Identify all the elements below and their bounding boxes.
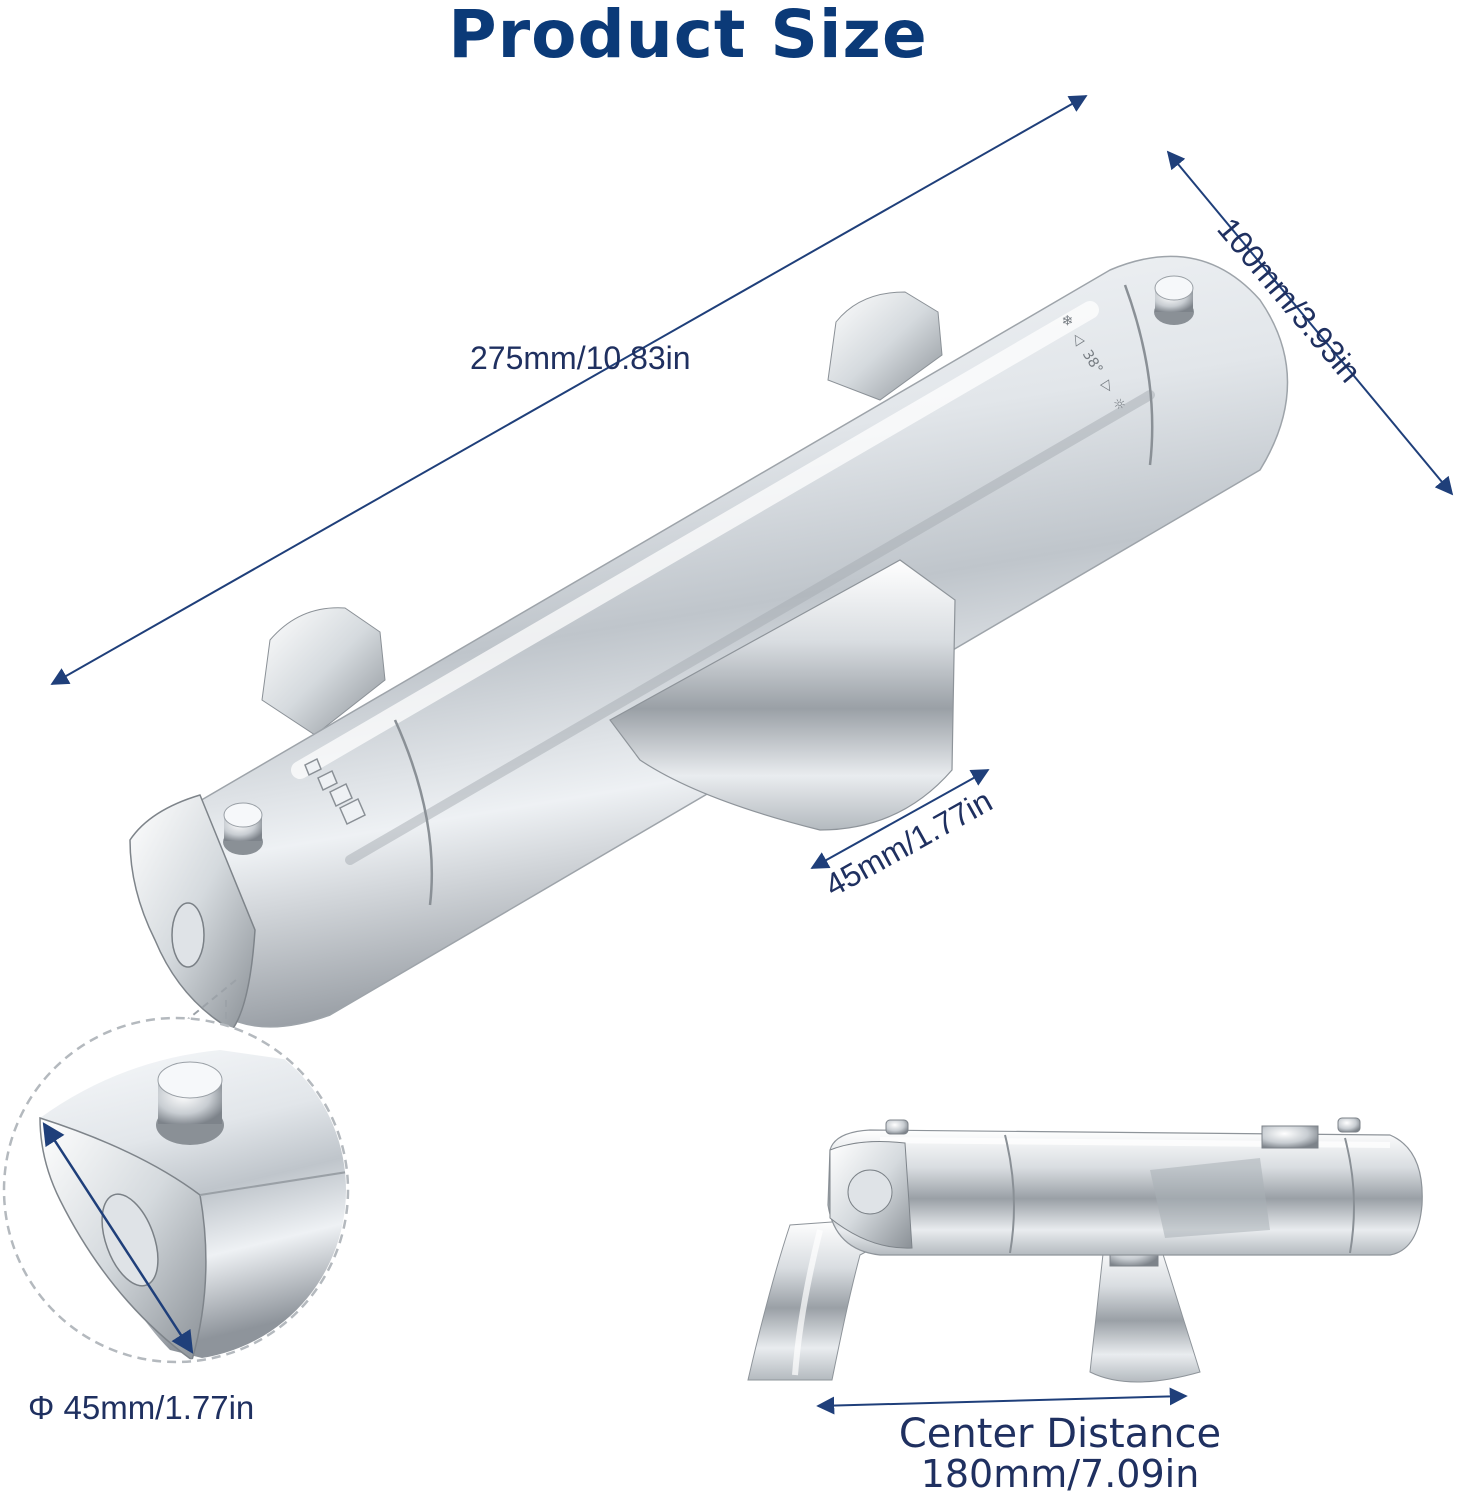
left-end-cap-hole: [171, 902, 205, 968]
height-dimension-line: [1166, 150, 1454, 496]
side-view-rear-connector: [1261, 1125, 1319, 1149]
center-distance-value: 180mm/7.09in: [920, 1452, 1200, 1496]
side-view-faucet: [747, 1117, 1423, 1383]
side-view-right-knob: [1337, 1117, 1361, 1133]
side-view-spout: [747, 1219, 889, 1381]
detail-push-button-icon: [156, 1061, 224, 1145]
length-dimension-line: [50, 95, 1088, 685]
right-push-button-icon: [1154, 275, 1194, 325]
main-faucet-diagonal: ❄ ◁ 38° ▷ ☼: [129, 255, 1289, 1031]
page-title: Product Size: [448, 0, 928, 73]
diameter-label: Φ 45mm/1.77in: [28, 1389, 255, 1426]
left-dial-seam: [393, 719, 434, 906]
end-cap-detail: [2, 979, 350, 1364]
flow-scale-icon: [304, 757, 366, 826]
side-view-end-hole: [847, 1169, 893, 1215]
center-distance-dimension-line: [816, 1387, 1188, 1415]
side-view-left-knob: [885, 1119, 909, 1135]
diameter-dimension-line: [42, 1122, 194, 1354]
right-dial-seam: [1123, 284, 1154, 466]
left-push-button-icon: [223, 802, 263, 855]
side-view-body: [827, 1129, 1423, 1256]
width-dimension-line: [810, 769, 990, 869]
center-distance-label: Center Distance: [898, 1411, 1222, 1457]
side-view-inlet-leg: [1089, 1244, 1201, 1383]
length-label: 275mm/10.83in: [470, 340, 691, 376]
